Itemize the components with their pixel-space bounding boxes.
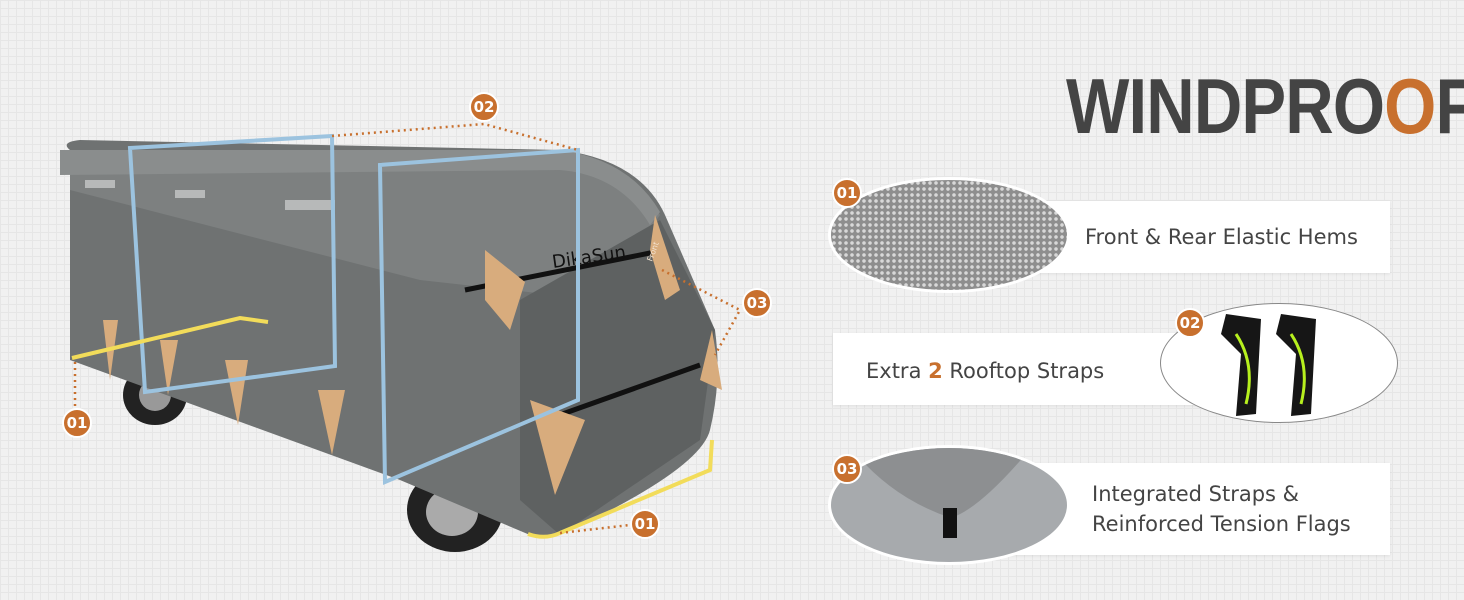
rv-cover-illustration: DikaSun Front <box>60 122 742 552</box>
feature-text-tension-flags-line1: Integrated Straps & <box>1092 482 1300 506</box>
callout-lines <box>73 122 742 535</box>
feature-badge-01: 01 <box>832 178 862 208</box>
feature-text-rooftop-straps: Extra 2 Rooftop Straps <box>866 359 1105 383</box>
rooftop-strap-frames <box>127 133 580 486</box>
callout-badge-01-front: 01 <box>630 509 660 539</box>
feature-text-tension-flags-line2: Reinforced Tension Flags <box>1092 512 1351 536</box>
callout-badge-02: 02 <box>469 92 499 122</box>
callout-badge-03: 03 <box>742 288 772 318</box>
feature-badge-02: 02 <box>1175 308 1205 338</box>
elastic-hem-photo <box>828 177 1070 293</box>
feature-text-elastic-hems: Front & Rear Elastic Hems <box>1085 225 1358 249</box>
feature-badge-03: 03 <box>832 454 862 484</box>
page-title: WINDPROOF <box>1066 62 1464 150</box>
tension-flag-photo <box>828 445 1070 565</box>
feature-panel-rooftop-straps <box>833 333 1200 405</box>
callout-badge-01-rear: 01 <box>62 408 92 438</box>
